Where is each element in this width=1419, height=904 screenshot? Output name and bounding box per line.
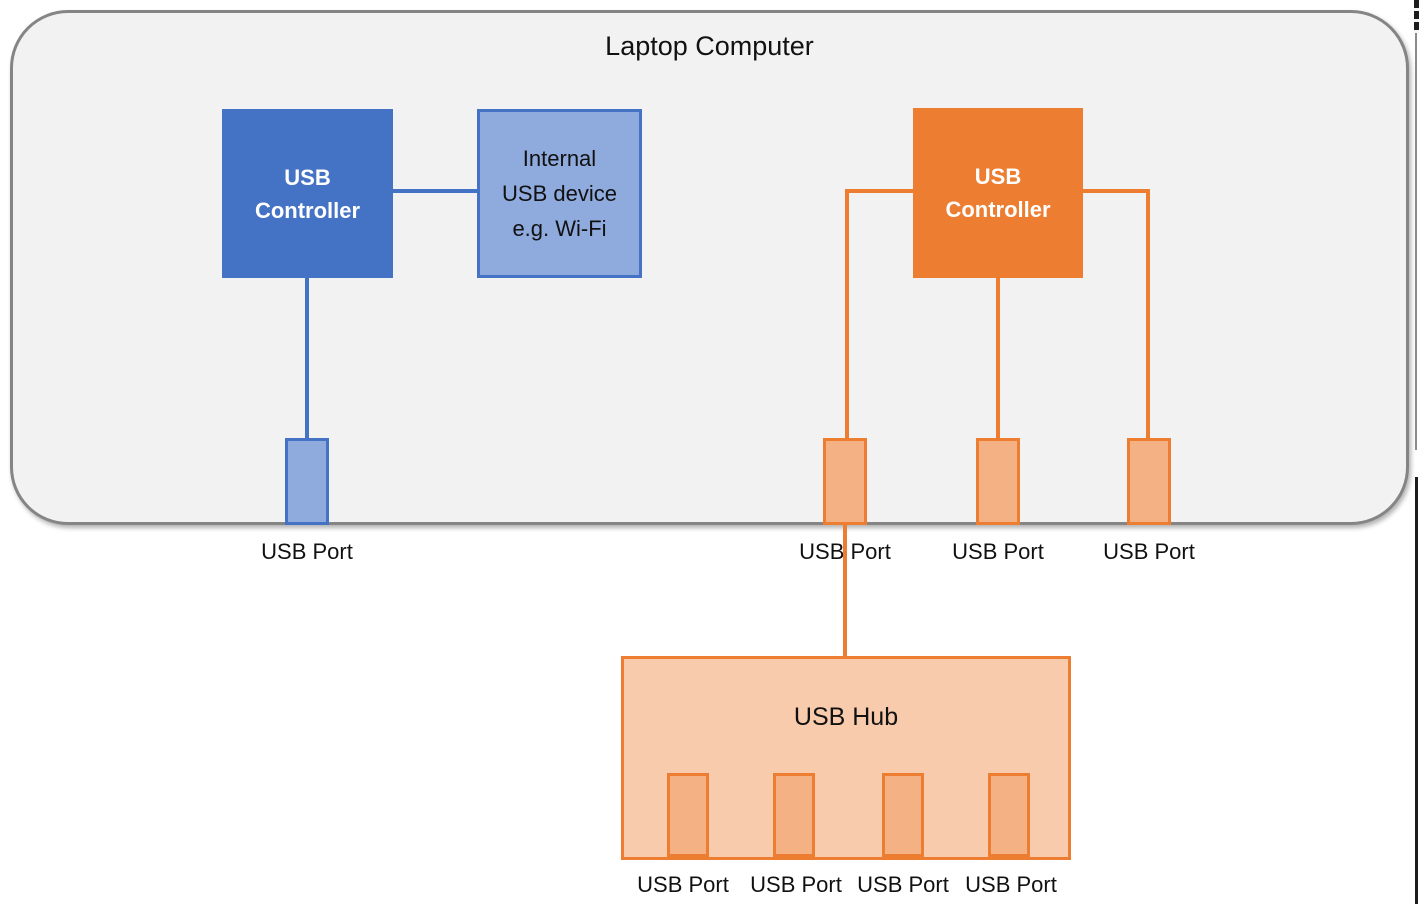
connector-port-to-hub [843,523,847,658]
blue-usb-controller-label-line2: Controller [254,197,361,223]
hub-usb-port-2 [773,773,815,857]
connector-orange-left-vertical [845,189,849,438]
hub-usb-port-4 [988,773,1030,857]
hub-usb-port-1-label: USB Port [637,872,729,897]
internal-usb-device-line2: USB device [502,181,617,206]
orange-usb-controller-label-line2: Controller [945,197,1051,222]
hub-usb-port-2-label: USB Port [750,872,842,897]
laptop-usb-port-blue [285,438,329,525]
right-edge-artifact-middle [1415,33,1417,450]
right-edge-artifact-bottom [1415,477,1418,904]
connector-orange-left-horizontal [845,189,913,193]
connector-orange-right-horizontal [1083,189,1150,193]
connector-controller-to-device [393,189,477,193]
laptop-usb-port-3-label: USB Port [1103,539,1195,564]
usb-hub-box: USB Hub [621,656,1071,860]
usb-hub-label: USB Hub [793,703,899,731]
hub-usb-port-4-label: USB Port [965,872,1057,897]
internal-usb-device-line3: e.g. Wi-Fi [512,216,607,241]
blue-usb-controller-label-line1: USB [284,164,331,190]
laptop-usb-port-2-label: USB Port [952,539,1044,564]
hub-usb-port-3 [882,773,924,857]
laptop-usb-port-2 [976,438,1020,525]
laptop-usb-port-1 [823,438,867,525]
connector-controller-to-blue-port [305,278,309,438]
connector-orange-center-vertical [996,278,1000,438]
internal-usb-device-line1: Internal [522,146,597,171]
laptop-usb-port-blue-label: USB Port [261,539,353,564]
right-edge-artifact-top [1414,0,1419,33]
hub-usb-port-3-label: USB Port [857,872,949,897]
hub-usb-port-1 [667,773,709,857]
laptop-title: Laptop Computer [605,31,814,61]
laptop-computer-box: Laptop Computer [10,10,1409,525]
laptop-usb-port-3 [1127,438,1171,525]
orange-usb-controller-label-line1: USB [974,164,1022,189]
internal-usb-device-box: Internal USB device e.g. Wi-Fi [477,109,642,278]
orange-usb-controller-box: USB Controller [913,108,1083,278]
blue-usb-controller-box: USB Controller [222,109,393,278]
connector-orange-right-vertical [1146,189,1150,438]
